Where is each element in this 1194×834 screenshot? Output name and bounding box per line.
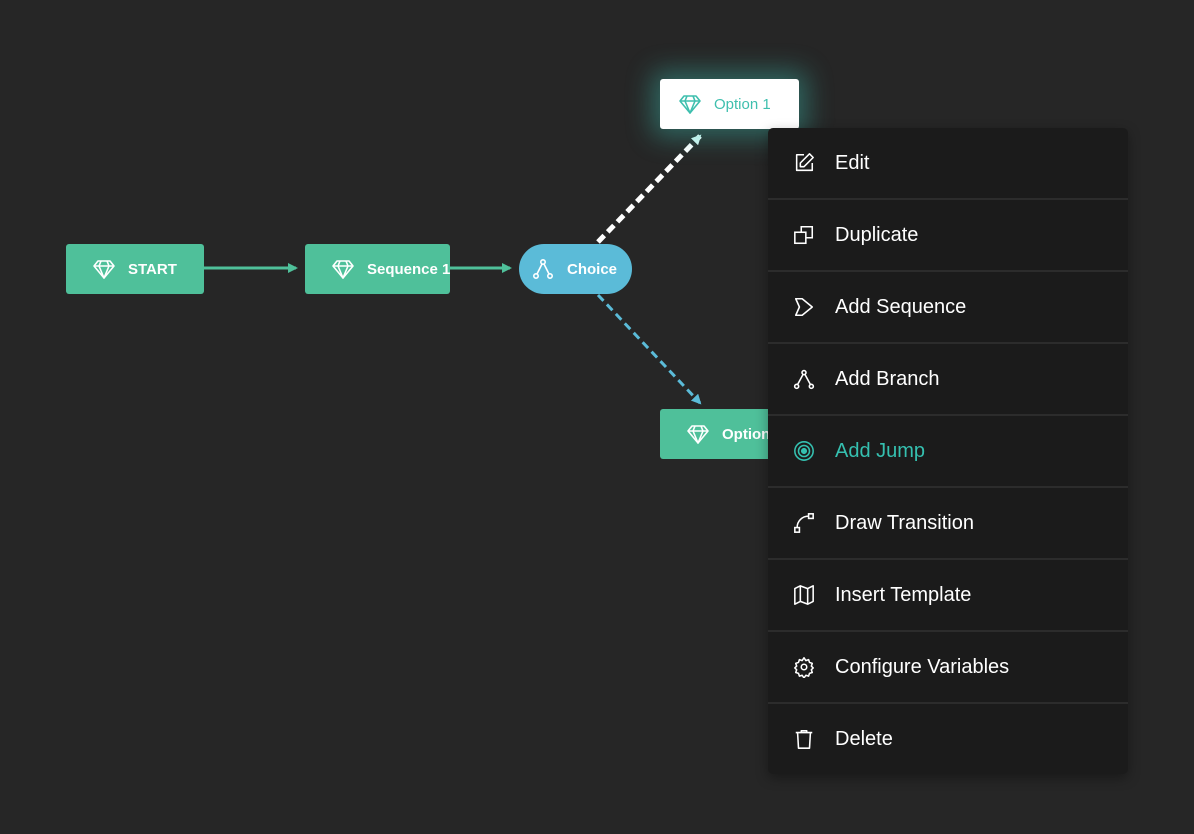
menu-item-draw-transition[interactable]: Draw Transition xyxy=(768,488,1128,560)
menu-item-configure-variables[interactable]: Configure Variables xyxy=(768,632,1128,704)
node-label: Option 1 xyxy=(714,95,771,113)
menu-item-label: Insert Template xyxy=(835,583,972,606)
menu-item-add-branch[interactable]: Add Branch xyxy=(768,344,1128,416)
transition-icon xyxy=(792,511,816,535)
menu-item-label: Draw Transition xyxy=(835,511,974,534)
branch-icon xyxy=(531,257,555,281)
target-icon xyxy=(792,439,816,463)
menu-item-edit[interactable]: Edit xyxy=(768,128,1128,200)
context-menu: Edit Duplicate Add Sequence xyxy=(768,128,1128,774)
edge-choice-to-option-2 xyxy=(596,293,702,405)
gem-icon xyxy=(331,257,355,281)
menu-item-delete[interactable]: Delete xyxy=(768,704,1128,774)
add-sequence-icon xyxy=(792,295,816,319)
edge-choice-to-option-1 xyxy=(596,134,702,244)
branch-icon xyxy=(792,367,816,391)
gem-icon xyxy=(686,422,710,446)
menu-item-duplicate[interactable]: Duplicate xyxy=(768,200,1128,272)
duplicate-icon xyxy=(792,223,816,247)
menu-item-label: Duplicate xyxy=(835,223,919,246)
node-label: START xyxy=(128,260,177,278)
gem-icon xyxy=(678,92,702,116)
menu-item-add-sequence[interactable]: Add Sequence xyxy=(768,272,1128,344)
menu-item-label: Edit xyxy=(835,151,870,174)
node-label: Sequence 1 xyxy=(367,260,450,278)
menu-item-label: Delete xyxy=(835,727,893,750)
menu-item-label: Add Sequence xyxy=(835,295,967,318)
map-icon xyxy=(792,583,816,607)
menu-item-label: Add Branch xyxy=(835,367,940,390)
node-start[interactable]: START xyxy=(66,244,204,294)
node-label: Option 2 xyxy=(722,425,783,443)
gem-icon xyxy=(92,257,116,281)
node-choice[interactable]: Choice xyxy=(519,244,632,294)
node-sequence-1[interactable]: Sequence 1 xyxy=(305,244,450,294)
menu-item-insert-template[interactable]: Insert Template xyxy=(768,560,1128,632)
gear-icon xyxy=(792,655,816,679)
edit-icon xyxy=(792,151,816,175)
node-label: Choice xyxy=(567,260,618,278)
menu-item-add-jump[interactable]: Add Jump xyxy=(768,416,1128,488)
node-option-1[interactable]: Option 1 xyxy=(660,79,799,129)
menu-item-label: Configure Variables xyxy=(835,655,1010,678)
trash-icon xyxy=(792,727,816,751)
menu-item-label: Add Jump xyxy=(835,439,926,462)
